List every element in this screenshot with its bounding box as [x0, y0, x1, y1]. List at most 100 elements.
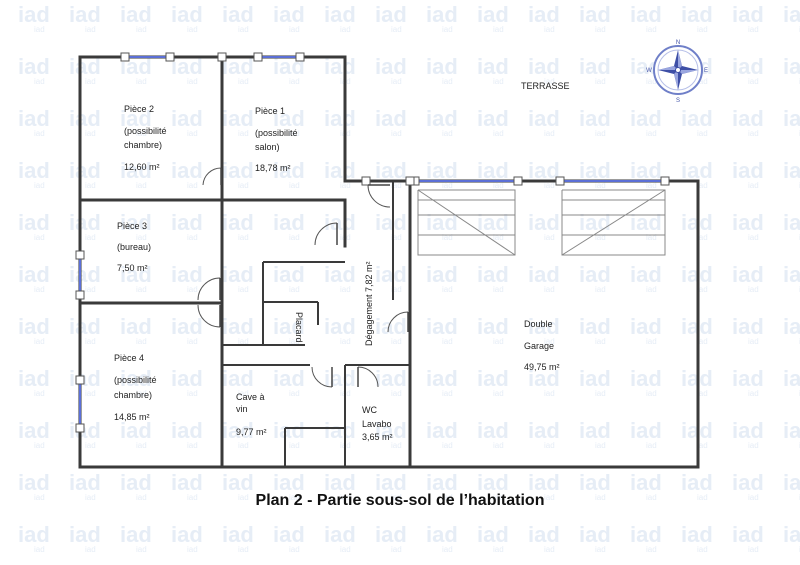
- watermark-sub: iad: [493, 181, 504, 190]
- watermark-logo: iad: [18, 366, 50, 391]
- watermark-sub: iad: [187, 25, 198, 34]
- watermark-logo: iad: [630, 210, 662, 235]
- watermark-logo: iad: [477, 470, 509, 495]
- watermark-sub: iad: [391, 25, 402, 34]
- watermark-logo: iad: [732, 418, 764, 443]
- watermark-sub: iad: [595, 337, 606, 346]
- placard-label: Placard: [294, 312, 304, 343]
- watermark-logo: iad: [18, 522, 50, 547]
- watermark-logo: iad: [69, 158, 101, 183]
- watermark-sub: iad: [136, 285, 147, 294]
- watermark-logo: iad: [171, 262, 203, 287]
- watermark-logo: iad: [477, 418, 509, 443]
- watermark-logo: iad: [732, 158, 764, 183]
- watermark-sub: iad: [238, 545, 249, 554]
- watermark-logo: iad: [18, 54, 50, 79]
- watermark-logo: iad: [732, 106, 764, 131]
- watermark-sub: iad: [85, 545, 96, 554]
- watermark-sub: iad: [34, 129, 45, 138]
- piece3-desc: (bureau): [117, 242, 151, 252]
- watermark-sub: iad: [442, 181, 453, 190]
- watermark-logo: iad: [477, 366, 509, 391]
- watermark-sub: iad: [748, 285, 759, 294]
- watermark-sub: iad: [136, 233, 147, 242]
- watermark-logo: iad: [426, 366, 458, 391]
- watermark-sub: iad: [646, 25, 657, 34]
- watermark-logo: iad: [630, 366, 662, 391]
- watermark-logo: iad: [375, 522, 407, 547]
- watermark-sub: iad: [289, 129, 300, 138]
- watermark-logo: iad: [630, 2, 662, 27]
- watermark-logo: iad: [273, 106, 305, 131]
- watermark-sub: iad: [85, 25, 96, 34]
- watermark-sub: iad: [493, 77, 504, 86]
- watermark-sub: iad: [442, 129, 453, 138]
- watermark-logo: iad: [18, 314, 50, 339]
- watermark-logo: iad: [273, 262, 305, 287]
- watermark-logo: iad: [630, 262, 662, 287]
- watermark-logo: iad: [69, 418, 101, 443]
- watermark-logo: iad: [426, 522, 458, 547]
- watermark-sub: iad: [442, 545, 453, 554]
- watermark-sub: iad: [646, 285, 657, 294]
- watermark-sub: iad: [289, 285, 300, 294]
- watermark-sub: iad: [697, 77, 708, 86]
- cave-area: 9,77 m²: [236, 427, 267, 437]
- watermark-sub: iad: [544, 493, 555, 502]
- watermark-logo: iad: [732, 470, 764, 495]
- watermark-logo: iad: [69, 210, 101, 235]
- watermark-logo: iad: [171, 314, 203, 339]
- piece4-desc1: (possibilité: [114, 375, 157, 385]
- watermark-logo: iad: [426, 106, 458, 131]
- watermark-logo: iad: [732, 366, 764, 391]
- watermark-sub: iad: [187, 337, 198, 346]
- piece3-area: 7,50 m²: [117, 263, 148, 273]
- piece1-name: Pièce 1: [255, 106, 285, 116]
- watermark-sub: iad: [595, 285, 606, 294]
- watermark-logo: iad: [477, 314, 509, 339]
- watermark-logo: iad: [18, 418, 50, 443]
- piece2-name: Pièce 2: [124, 104, 154, 114]
- watermark-logo: iad: [783, 106, 800, 131]
- compass-east-label: E: [704, 68, 708, 74]
- watermark-sub: iad: [595, 389, 606, 398]
- watermark-logo: iad: [171, 210, 203, 235]
- watermark-sub: iad: [748, 493, 759, 502]
- watermark-sub: iad: [748, 77, 759, 86]
- watermark-sub: iad: [289, 25, 300, 34]
- watermark-sub: iad: [442, 285, 453, 294]
- watermark-sub: iad: [238, 129, 249, 138]
- watermark-logo: iad: [18, 158, 50, 183]
- watermark-sub: iad: [493, 233, 504, 242]
- watermark-sub: iad: [595, 233, 606, 242]
- watermark-sub: iad: [85, 389, 96, 398]
- watermark-sub: iad: [493, 493, 504, 502]
- watermark-logo: iad: [477, 106, 509, 131]
- watermark-sub: iad: [391, 181, 402, 190]
- watermark-logo: iad: [120, 522, 152, 547]
- watermark-logo: iad: [528, 470, 560, 495]
- watermark-sub: iad: [34, 389, 45, 398]
- watermark-sub: iad: [136, 441, 147, 450]
- compass-west-label: W: [646, 68, 652, 74]
- watermark-sub: iad: [595, 181, 606, 190]
- watermark-sub: iad: [289, 233, 300, 242]
- watermark-logo: iad: [528, 366, 560, 391]
- watermark-logo: iad: [222, 210, 254, 235]
- watermark-logo: iad: [120, 106, 152, 131]
- watermark-logo: iad: [579, 314, 611, 339]
- piece1-area: 18,78 m²: [255, 163, 291, 173]
- watermark-sub: iad: [238, 493, 249, 502]
- watermark-logo: iad: [426, 418, 458, 443]
- watermark-logo: iad: [375, 262, 407, 287]
- watermark-sub: iad: [544, 77, 555, 86]
- watermark-sub: iad: [493, 25, 504, 34]
- watermark-sub: iad: [646, 389, 657, 398]
- watermark-logo: iad: [69, 262, 101, 287]
- watermark-logo: iad: [222, 366, 254, 391]
- watermark-logo: iad: [579, 366, 611, 391]
- piece2-desc1: (possibilité: [124, 126, 167, 136]
- watermark-logo: iad: [120, 158, 152, 183]
- watermark-logo: iad: [375, 106, 407, 131]
- watermark-logo: iad: [783, 522, 800, 547]
